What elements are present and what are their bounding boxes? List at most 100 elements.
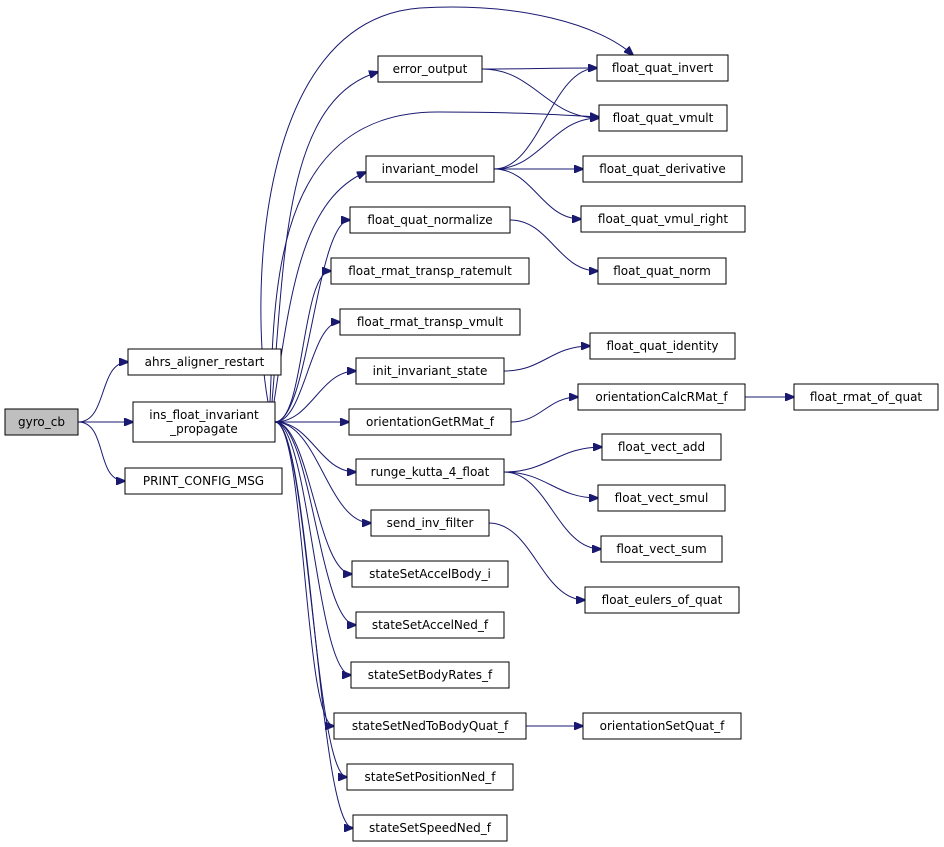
node-init-invariant-state[interactable]: init_invariant_state	[355, 357, 505, 385]
edges	[77, 6, 794, 828]
node-box	[370, 509, 490, 537]
node-float-vect-add[interactable]: float_vect_add	[601, 433, 722, 461]
node-label: orientationGetRMat_f	[366, 415, 495, 429]
node-box	[596, 54, 729, 82]
edge-ins-float-invariant-propagate-to-float-quat-invert	[260, 6, 633, 403]
node-state-set-accel-ned-f[interactable]: stateSetAccelNed_f	[355, 611, 505, 639]
edge-runge-kutta-4-float-to-float-vect-add	[503, 447, 602, 473]
node-float-rmat-transp-vmult[interactable]: float_rmat_transp_vmult	[339, 308, 521, 336]
node-float-rmat-transp-ratemult[interactable]: float_rmat_transp_ratemult	[330, 257, 530, 285]
node-label: float_eulers_of_quat	[602, 593, 723, 607]
node-label: float_vect_add	[618, 440, 705, 454]
edge-gyro-cb-to-ahrs-aligner-restart	[77, 362, 128, 423]
edge-send-inv-filter-to-float-eulers-of-quat	[488, 522, 585, 600]
node-box	[582, 712, 742, 740]
node-box	[346, 763, 514, 791]
node-label: runge_kutta_4_float	[371, 465, 490, 479]
node-box	[601, 433, 722, 461]
node-label: float_quat_invert	[612, 61, 714, 75]
node-box	[330, 257, 530, 285]
edge-ins-float-invariant-propagate-to-float-rmat-transp-ratemult	[274, 271, 331, 423]
node-label: PRINT_CONFIG_MSG	[143, 474, 264, 488]
node-box	[598, 104, 728, 132]
node-state-set-accel-body-i[interactable]: stateSetAccelBody_i	[351, 560, 509, 588]
node-orientation-set-quat-f[interactable]: orientationSetQuat_f	[582, 712, 742, 740]
node-box	[582, 155, 743, 183]
edge-orientation-get-rmat-f-to-orientation-calc-rmat-f	[510, 397, 578, 423]
node-box	[132, 401, 276, 443]
node-label: float_quat_derivative	[599, 162, 726, 176]
edge-ins-float-invariant-propagate-to-error-output	[271, 72, 378, 403]
edge-ins-float-invariant-propagate-to-state-set-speed-ned-f	[274, 421, 353, 828]
node-label: float_rmat_transp_ratemult	[348, 264, 512, 278]
edge-error-output-to-float-quat-vmult	[481, 68, 599, 118]
node-invariant-model[interactable]: invariant_model	[365, 155, 495, 183]
node-label: ahrs_aligner_restart	[145, 355, 265, 369]
node-box	[127, 348, 282, 376]
node-box	[350, 661, 510, 689]
node-float-vect-smul[interactable]: float_vect_smul	[597, 484, 726, 512]
node-float-eulers-of-quat[interactable]: float_eulers_of_quat	[584, 586, 740, 614]
node-ahrs-aligner-restart[interactable]: ahrs_aligner_restart	[127, 348, 282, 376]
edge-ins-float-invariant-propagate-to-float-quat-vmult	[269, 111, 599, 403]
node-ins-float-invariant-propagate[interactable]: ins_float_invariant_propagate	[132, 401, 276, 443]
node-box	[355, 458, 505, 486]
node-box	[333, 712, 527, 740]
node-box	[339, 308, 521, 336]
edge-error-output-to-float-quat-invert	[481, 68, 597, 69]
node-float-quat-identity[interactable]: float_quat_identity	[589, 332, 736, 360]
node-box	[124, 467, 283, 495]
node-box	[600, 535, 723, 563]
node-box	[352, 814, 508, 842]
node-box	[349, 206, 511, 234]
node-float-quat-vmul-right[interactable]: float_quat_vmul_right	[580, 205, 746, 233]
node-send-inv-filter[interactable]: send_inv_filter	[370, 509, 490, 537]
node-orientation-calc-rmat-f[interactable]: orientationCalcRMat_f	[577, 383, 746, 411]
node-state-set-position-ned-f[interactable]: stateSetPositionNed_f	[346, 763, 514, 791]
node-box	[597, 257, 727, 285]
edge-ins-float-invariant-propagate-to-state-set-body-rates-f	[274, 421, 351, 675]
node-label: send_inv_filter	[387, 516, 474, 530]
edge-runge-kutta-4-float-to-float-vect-sum	[503, 471, 601, 549]
node-box	[4, 408, 79, 436]
node-float-quat-derivative[interactable]: float_quat_derivative	[582, 155, 743, 183]
node-float-vect-sum[interactable]: float_vect_sum	[600, 535, 723, 563]
node-float-quat-normalize[interactable]: float_quat_normalize	[349, 206, 511, 234]
node-label: stateSetSpeedNed_f	[369, 821, 492, 835]
node-box	[365, 155, 495, 183]
node-box	[577, 383, 746, 411]
node-orientation-get-rmat-f[interactable]: orientationGetRMat_f	[348, 408, 512, 436]
node-print-config-msg[interactable]: PRINT_CONFIG_MSG	[124, 467, 283, 495]
node-float-quat-vmult[interactable]: float_quat_vmult	[598, 104, 728, 132]
node-float-quat-invert[interactable]: float_quat_invert	[596, 54, 729, 82]
node-state-set-ned-to-body-quat-f[interactable]: stateSetNedToBodyQuat_f	[333, 712, 527, 740]
node-label: float_rmat_of_quat	[810, 390, 923, 404]
node-label: gyro_cb	[18, 415, 65, 429]
node-label: float_quat_vmul_right	[598, 212, 728, 226]
node-box	[355, 357, 505, 385]
edge-invariant-model-to-float-quat-vmult	[493, 118, 599, 170]
node-label: stateSetNedToBodyQuat_f	[352, 719, 509, 733]
node-state-set-speed-ned-f[interactable]: stateSetSpeedNed_f	[352, 814, 508, 842]
edge-invariant-model-to-float-quat-vmul-right	[493, 168, 581, 219]
node-box	[793, 383, 939, 411]
node-box	[597, 484, 726, 512]
edge-invariant-model-to-float-quat-invert	[493, 68, 597, 170]
node-label: init_invariant_state	[373, 364, 488, 378]
edge-runge-kutta-4-float-to-float-vect-smul	[503, 471, 598, 498]
node-label: orientationSetQuat_f	[600, 719, 725, 733]
node-box	[348, 408, 512, 436]
node-label: float_vect_sum	[616, 542, 706, 556]
node-runge-kutta-4-float[interactable]: runge_kutta_4_float	[355, 458, 505, 486]
node-float-rmat-of-quat[interactable]: float_rmat_of_quat	[793, 383, 939, 411]
node-box	[589, 332, 736, 360]
node-error-output[interactable]: error_output	[377, 55, 483, 83]
node-float-quat-norm[interactable]: float_quat_norm	[597, 257, 727, 285]
node-box	[584, 586, 740, 614]
node-state-set-body-rates-f[interactable]: stateSetBodyRates_f	[350, 661, 510, 689]
node-label: float_quat_norm	[613, 264, 711, 278]
edge-ins-float-invariant-propagate-to-float-rmat-transp-vmult	[274, 322, 340, 423]
node-gyro-cb: gyro_cb	[4, 408, 79, 436]
node-label: _propagate	[169, 422, 238, 436]
